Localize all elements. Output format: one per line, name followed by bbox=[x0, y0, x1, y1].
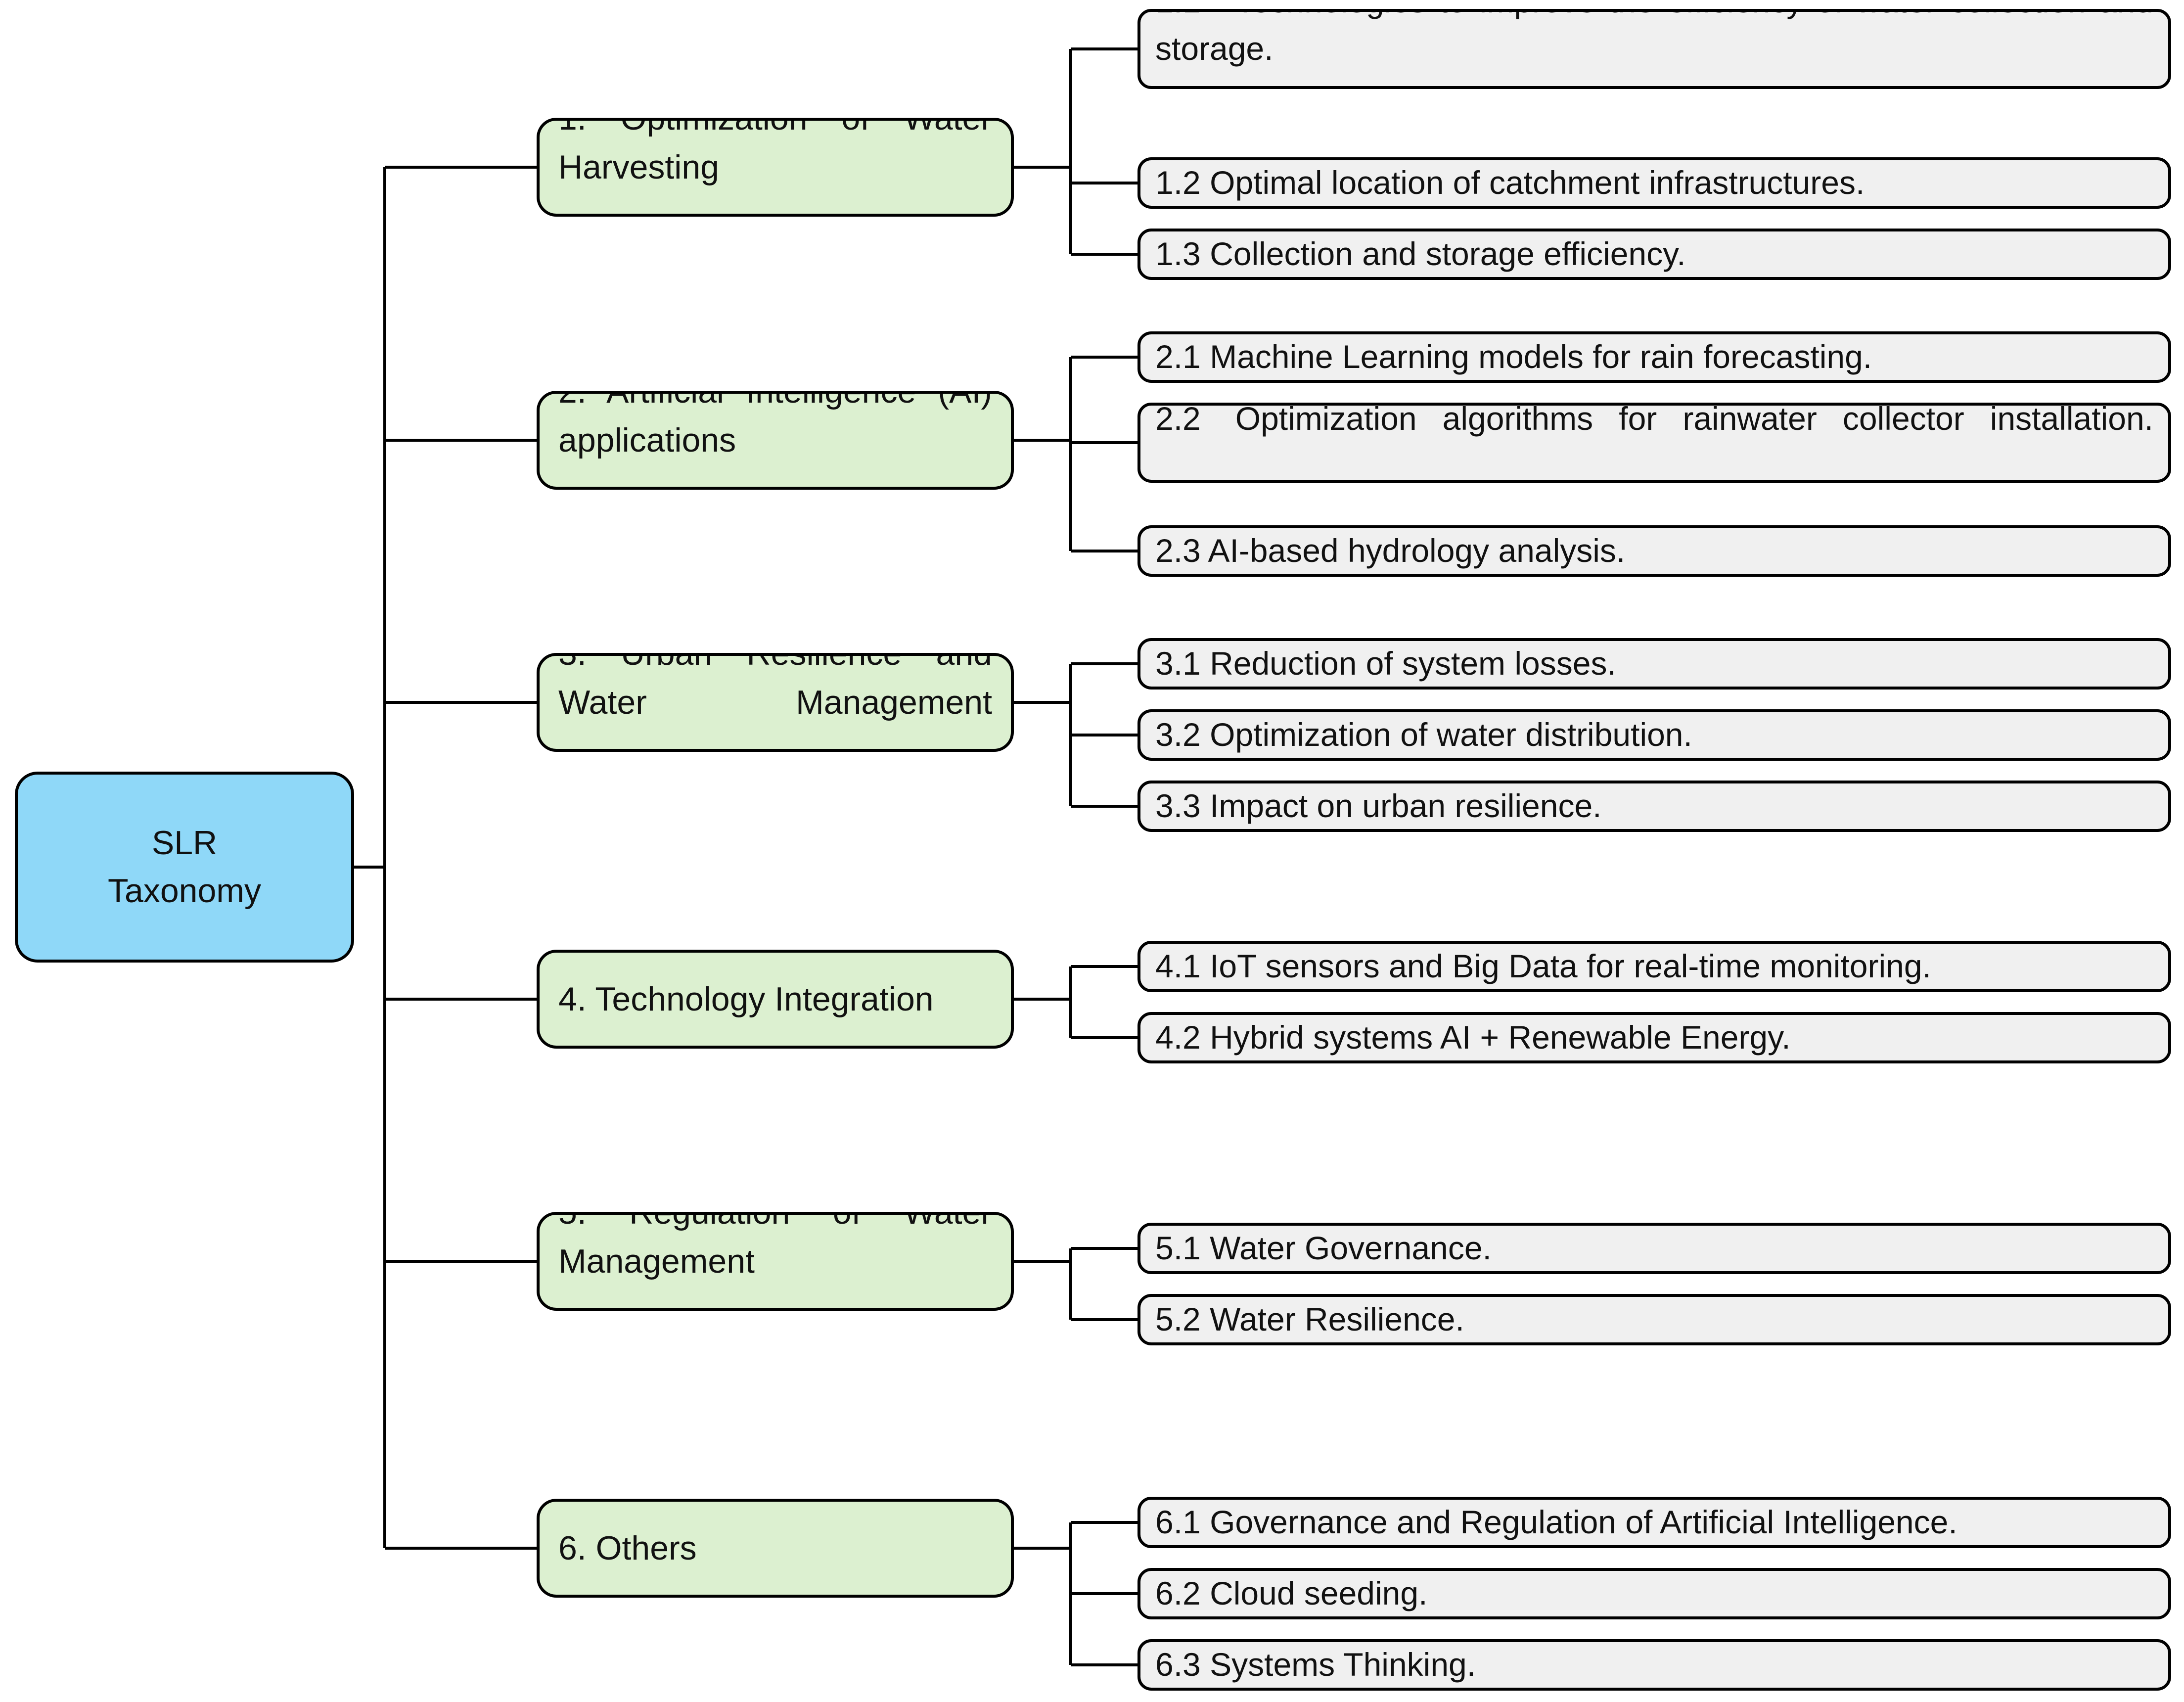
leaf-node-1-3[interactable]: 1.3 Collection and storage efficiency. bbox=[1138, 229, 2171, 280]
leaf-node-text: Systems Thinking. bbox=[1210, 1646, 1476, 1683]
leaf-node-number: 2.1 bbox=[1155, 338, 1201, 375]
leaf-node-4-1[interactable]: 4.1 IoT sensors and Big Data for real-ti… bbox=[1138, 941, 2171, 992]
leaf-node-number: 3.2 bbox=[1155, 716, 1201, 753]
leaf-node-3-3[interactable]: 3.3 Impact on urban resilience. bbox=[1138, 781, 2171, 832]
root-node-label: SLR Taxonomy bbox=[108, 824, 261, 910]
leaf-node-text: Governance and Regulation of Artificial … bbox=[1210, 1504, 1957, 1541]
leaf-node-number: 3.3 bbox=[1155, 787, 1201, 825]
leaf-node-label: 1.2 Optimal location of catchment infras… bbox=[1155, 160, 2153, 206]
leaf-node-number: 5.2 bbox=[1155, 1301, 1201, 1338]
leaf-node-number: 6.2 bbox=[1155, 1575, 1201, 1612]
branch-node-label: 2. Artificial Intelligence (AI) applicat… bbox=[558, 391, 992, 459]
leaf-node-text: Hybrid systems AI + Renewable Energy. bbox=[1210, 1019, 1791, 1056]
leaf-node-2-3[interactable]: 2.3 AI-based hydrology analysis. bbox=[1138, 525, 2171, 577]
leaf-node-6-2[interactable]: 6.2 Cloud seeding. bbox=[1138, 1568, 2171, 1619]
leaf-node-label: 3.3 Impact on urban resilience. bbox=[1155, 783, 2153, 829]
leaf-node-6-3[interactable]: 6.3 Systems Thinking. bbox=[1138, 1639, 2171, 1691]
branch-node-label: 6. Others bbox=[558, 1529, 697, 1567]
leaf-node-number: 6.1 bbox=[1155, 1504, 1201, 1541]
leaf-node-label: 5.1 Water Governance. bbox=[1155, 1226, 2153, 1271]
leaf-node-2-1[interactable]: 2.1 Machine Learning models for rain for… bbox=[1138, 331, 2171, 383]
leaf-node-label: 6.2 Cloud seeding. bbox=[1155, 1571, 2153, 1616]
leaf-node-text: Technologies to improve the efficiency o… bbox=[1155, 12, 2153, 67]
leaf-node-number: 5.1 bbox=[1155, 1230, 1201, 1267]
leaf-node-1-1[interactable]: 1.1Technologies to improve the efficienc… bbox=[1138, 9, 2171, 89]
leaf-node-number: 2.2 bbox=[1155, 403, 1201, 437]
leaf-node-text: Optimization algorithms for rainwater co… bbox=[1235, 403, 2153, 437]
branch-node-label: 1. Optimization of Water Harvesting bbox=[558, 118, 992, 186]
leaf-node-text: Optimal location of catchment infrastruc… bbox=[1210, 164, 1865, 201]
leaf-node-label: 2.3 AI-based hydrology analysis. bbox=[1155, 528, 2153, 574]
leaf-node-text: Water Governance. bbox=[1210, 1230, 1492, 1267]
leaf-node-label: 2.1 Machine Learning models for rain for… bbox=[1155, 334, 2153, 380]
leaf-node-text: Optimization of water distribution. bbox=[1210, 716, 1692, 753]
leaf-node-1-2[interactable]: 1.2 Optimal location of catchment infras… bbox=[1138, 157, 2171, 209]
leaf-node-3-1[interactable]: 3.1 Reduction of system losses. bbox=[1138, 638, 2171, 690]
leaf-node-text: Reduction of system losses. bbox=[1210, 645, 1616, 682]
branch-node-2[interactable]: 2. Artificial Intelligence (AI) applicat… bbox=[537, 391, 1014, 490]
leaf-node-text: IoT sensors and Big Data for real-time m… bbox=[1210, 948, 1931, 985]
branch-node-label: 5. Regulation of Water Management bbox=[558, 1212, 992, 1280]
root-node-slr-taxonomy[interactable]: SLR Taxonomy bbox=[15, 772, 354, 963]
leaf-node-label: 3.1 Reduction of system losses. bbox=[1155, 641, 2153, 687]
leaf-node-number: 3.1 bbox=[1155, 645, 1201, 682]
leaf-node-text: Cloud seeding. bbox=[1210, 1575, 1428, 1612]
leaf-node-label: 5.2 Water Resilience. bbox=[1155, 1297, 2153, 1342]
leaf-node-label: 1.1Technologies to improve the efficienc… bbox=[1155, 12, 2153, 86]
leaf-node-number: 4.2 bbox=[1155, 1019, 1201, 1056]
leaf-node-3-2[interactable]: 3.2 Optimization of water distribution. bbox=[1138, 709, 2171, 761]
leaf-node-number: 6.3 bbox=[1155, 1646, 1201, 1683]
leaf-node-4-2[interactable]: 4.2 Hybrid systems AI + Renewable Energy… bbox=[1138, 1012, 2171, 1063]
leaf-node-label: 6.3 Systems Thinking. bbox=[1155, 1642, 2153, 1688]
leaf-node-number: 2.3 bbox=[1155, 532, 1201, 569]
leaf-node-text: Impact on urban resilience. bbox=[1210, 787, 1602, 825]
branch-node-label: 4. Technology Integration bbox=[558, 980, 934, 1018]
leaf-node-5-1[interactable]: 5.1 Water Governance. bbox=[1138, 1223, 2171, 1274]
leaf-node-label: 3.2 Optimization of water distribution. bbox=[1155, 712, 2153, 758]
leaf-node-6-1[interactable]: 6.1 Governance and Regulation of Artific… bbox=[1138, 1497, 2171, 1548]
leaf-node-5-2[interactable]: 5.2 Water Resilience. bbox=[1138, 1294, 2171, 1345]
leaf-node-number: 1.2 bbox=[1155, 164, 1201, 201]
leaf-node-label: 2.2 Optimization algorithms for rainwater… bbox=[1155, 403, 2153, 480]
leaf-node-label: 1.3 Collection and storage efficiency. bbox=[1155, 231, 2153, 277]
branch-node-3[interactable]: 3. Urban Resilience and Water Management bbox=[537, 653, 1014, 752]
leaf-node-number: 4.1 bbox=[1155, 948, 1201, 985]
branch-node-4[interactable]: 4. Technology Integration bbox=[537, 950, 1014, 1049]
leaf-node-2-2[interactable]: 2.2 Optimization algorithms for rainwater… bbox=[1138, 403, 2171, 483]
branch-node-label: 3. Urban Resilience and Water Management bbox=[558, 653, 992, 721]
branch-node-5[interactable]: 5. Regulation of Water Management bbox=[537, 1212, 1014, 1311]
leaf-node-text: Collection and storage efficiency. bbox=[1210, 235, 1686, 273]
leaf-node-number: 1.1 bbox=[1155, 12, 1201, 19]
leaf-node-label: 6.1 Governance and Regulation of Artific… bbox=[1155, 1500, 2153, 1545]
leaf-node-label: 4.1 IoT sensors and Big Data for real-ti… bbox=[1155, 944, 2153, 989]
leaf-node-text: AI-based hydrology analysis. bbox=[1208, 532, 1626, 569]
branch-node-1[interactable]: 1. Optimization of Water Harvesting bbox=[537, 118, 1014, 217]
leaf-node-text: Water Resilience. bbox=[1210, 1301, 1464, 1338]
leaf-node-text: Machine Learning models for rain forecas… bbox=[1210, 338, 1872, 375]
branch-node-6[interactable]: 6. Others bbox=[537, 1499, 1014, 1598]
leaf-node-label: 4.2 Hybrid systems AI + Renewable Energy… bbox=[1155, 1015, 2153, 1060]
leaf-node-number: 1.3 bbox=[1155, 235, 1201, 273]
